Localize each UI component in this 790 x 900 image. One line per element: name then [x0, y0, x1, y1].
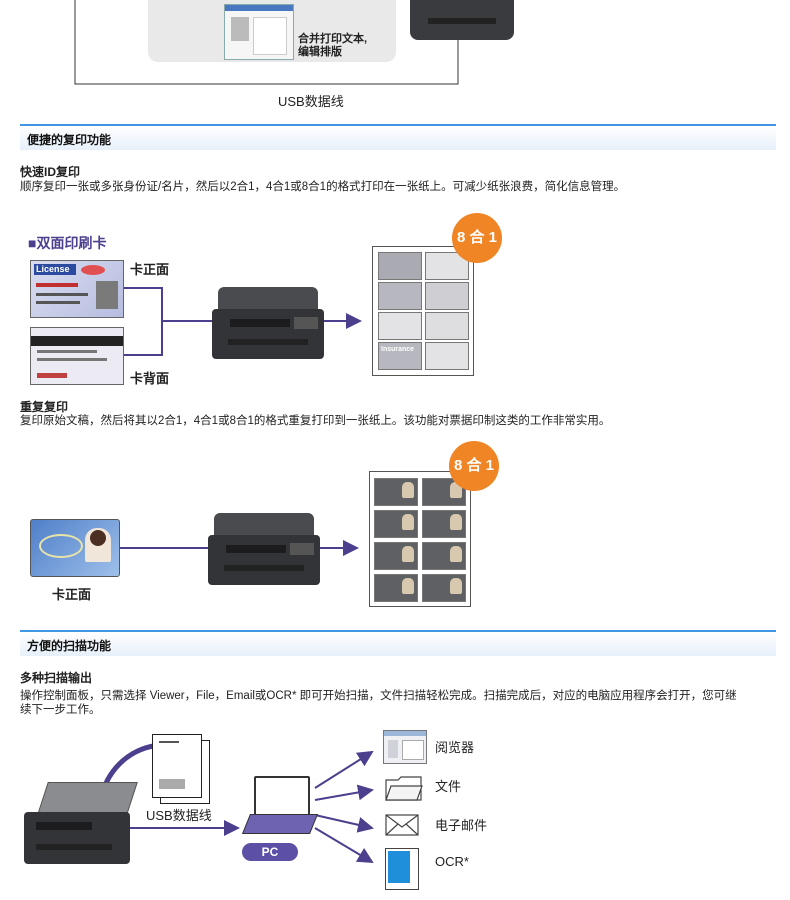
repeat-card-front-label: 卡正面	[52, 587, 92, 602]
folder-icon	[385, 776, 423, 802]
card-front-label: 卡正面	[130, 262, 170, 277]
license-card-front: License	[30, 260, 124, 318]
merge-label-line2: 编辑排版	[298, 46, 342, 58]
printer-repeat-copy	[208, 513, 320, 585]
screenshot-thumbnail	[224, 4, 294, 60]
duplex-card-title: ■双面印刷卡	[28, 235, 107, 251]
output-label-ocr: OCR*	[435, 854, 469, 869]
usb-label-scan: USB数据线	[146, 808, 212, 823]
pc-badge: PC	[242, 843, 298, 861]
merge-label-line1: 合并打印文本,	[298, 33, 368, 45]
ocr-icon	[385, 848, 419, 890]
output-label-email: 电子邮件	[435, 818, 488, 833]
scan-section-header: 方便的扫描功能	[20, 630, 776, 656]
output-label-viewer: 阅览器	[435, 740, 475, 755]
copy-section-title: 便捷的复印功能	[27, 133, 112, 147]
printer-scanner	[24, 782, 138, 864]
output-label-file: 文件	[435, 779, 462, 794]
printer-top-fragment	[410, 0, 514, 40]
laptop-icon	[241, 776, 319, 836]
license-text: License	[34, 264, 76, 275]
quick-id-heading: 快速ID复印	[20, 165, 81, 179]
license-card-back	[30, 327, 124, 385]
usb-label-top: USB数据线	[278, 94, 344, 109]
badge-8in1-quick-id: 8 合 1	[452, 213, 502, 263]
viewer-icon	[383, 730, 427, 764]
card-back-label: 卡背面	[130, 371, 170, 386]
printer-quick-id	[212, 287, 324, 359]
scan-description-line2: 续下一步工作。	[20, 704, 101, 716]
quick-id-description: 顺序复印一张或多张身份证/名片，然后以2合1，4合1或8合1的格式打印在一张纸上…	[20, 181, 626, 193]
email-icon	[385, 814, 419, 836]
id-card-front	[30, 519, 120, 577]
output-sheet-8in1-repeat	[369, 471, 471, 607]
repeat-copy-description: 复印原始文稿，然后将其以2合1，4合1或8合1的格式重复打印到一张纸上。该功能对…	[20, 415, 611, 427]
scan-description-line1: 操作控制面板，只需选择 Viewer，File，Email或OCR* 即可开始扫…	[20, 690, 737, 702]
scan-output-heading: 多种扫描输出	[20, 671, 93, 685]
scanned-document-front	[152, 734, 202, 798]
insurance-text: Insurance	[381, 346, 415, 353]
badge-8in1-repeat: 8 合 1	[449, 441, 499, 491]
copy-section-header: 便捷的复印功能	[20, 124, 776, 150]
scan-section-title: 方便的扫描功能	[27, 639, 112, 653]
output-sheet-8in1-cards: Insurance	[372, 246, 474, 376]
repeat-copy-heading: 重复复印	[20, 400, 69, 414]
